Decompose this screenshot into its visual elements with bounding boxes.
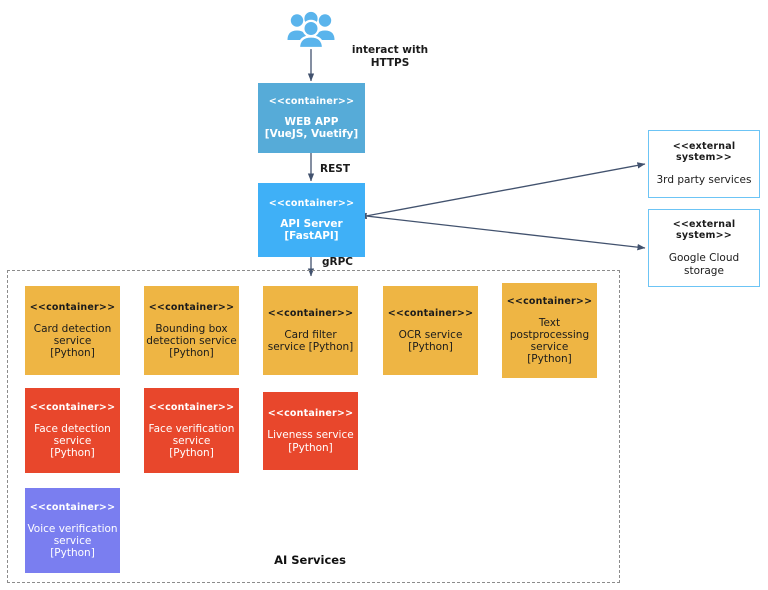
node-api-server[interactable]: <<container>> API Server [FastAPI]	[258, 183, 365, 257]
service-face-detection[interactable]: <<container>> Face detection service [Py…	[25, 388, 120, 473]
node-stereotype: <<container>>	[387, 307, 474, 319]
node-stereotype: <<container>>	[267, 307, 354, 319]
node-stereotype: <<container>>	[29, 401, 116, 413]
service-ocr[interactable]: <<container>> OCR service [Python]	[383, 286, 478, 375]
node-stereotype: <<container>>	[29, 501, 116, 513]
node-title: API Server [FastAPI]	[280, 217, 343, 242]
node-stereotype: <<container>>	[29, 301, 116, 313]
node-stereotype: <<container>>	[268, 95, 355, 107]
node-title: Face detection service [Python]	[34, 422, 111, 460]
node-title: Face verification service [Python]	[148, 422, 235, 460]
ai-services-boundary	[7, 270, 620, 583]
node-title: Card filter service [Python]	[267, 328, 354, 353]
edge-label-interact-with-https: interact with HTTPS	[351, 44, 429, 70]
node-third-party-services[interactable]: <<external system>> 3rd party services	[648, 130, 760, 198]
node-title: Bounding box detection service [Python]	[146, 322, 237, 360]
service-card-detection[interactable]: <<container>> Card detection service [Py…	[25, 286, 120, 375]
service-liveness[interactable]: <<container>> Liveness service [Python]	[263, 392, 358, 470]
node-title: Liveness service [Python]	[267, 429, 354, 454]
node-stereotype: <<container>>	[148, 301, 235, 313]
node-title: Card detection service [Python]	[33, 322, 112, 360]
edge-api-to-third-party	[358, 162, 646, 220]
service-face-verification[interactable]: <<container>> Face verification service …	[144, 388, 239, 473]
node-title: WEB APP [VueJS, Vuetify]	[264, 115, 359, 140]
node-title: 3rd party services	[656, 174, 752, 187]
node-stereotype: <<container>>	[506, 295, 593, 307]
node-title: Google Cloud storage	[668, 252, 740, 277]
node-stereotype: <<external system>>	[672, 141, 736, 164]
edge-label-rest: REST	[320, 163, 350, 175]
service-voice-verification[interactable]: <<container>> Voice verification service…	[25, 488, 120, 573]
node-title: OCR service [Python]	[398, 328, 463, 353]
users-group-icon	[286, 10, 336, 50]
node-title: Text postprocessing service [Python]	[509, 316, 590, 366]
edge-label-grpc: gRPC	[322, 256, 354, 268]
node-google-cloud-storage[interactable]: <<external system>> Google Cloud storage	[648, 209, 760, 287]
service-card-filter[interactable]: <<container>> Card filter service [Pytho…	[263, 286, 358, 375]
node-stereotype: <<container>>	[267, 408, 354, 420]
service-text-postprocessing[interactable]: <<container>> Text postprocessing servic…	[502, 283, 597, 378]
node-title: Voice verification service [Python]	[27, 522, 118, 560]
node-stereotype: <<container>>	[268, 197, 355, 209]
service-bounding-box-detection[interactable]: <<container>> Bounding box detection ser…	[144, 286, 239, 375]
node-stereotype: <<external system>>	[672, 219, 736, 242]
node-stereotype: <<container>>	[148, 401, 235, 413]
ai-services-boundary-label: AI Services	[274, 553, 346, 567]
edge-api-to-google-cloud	[358, 212, 646, 251]
node-web-app[interactable]: <<container>> WEB APP [VueJS, Vuetify]	[258, 83, 365, 153]
